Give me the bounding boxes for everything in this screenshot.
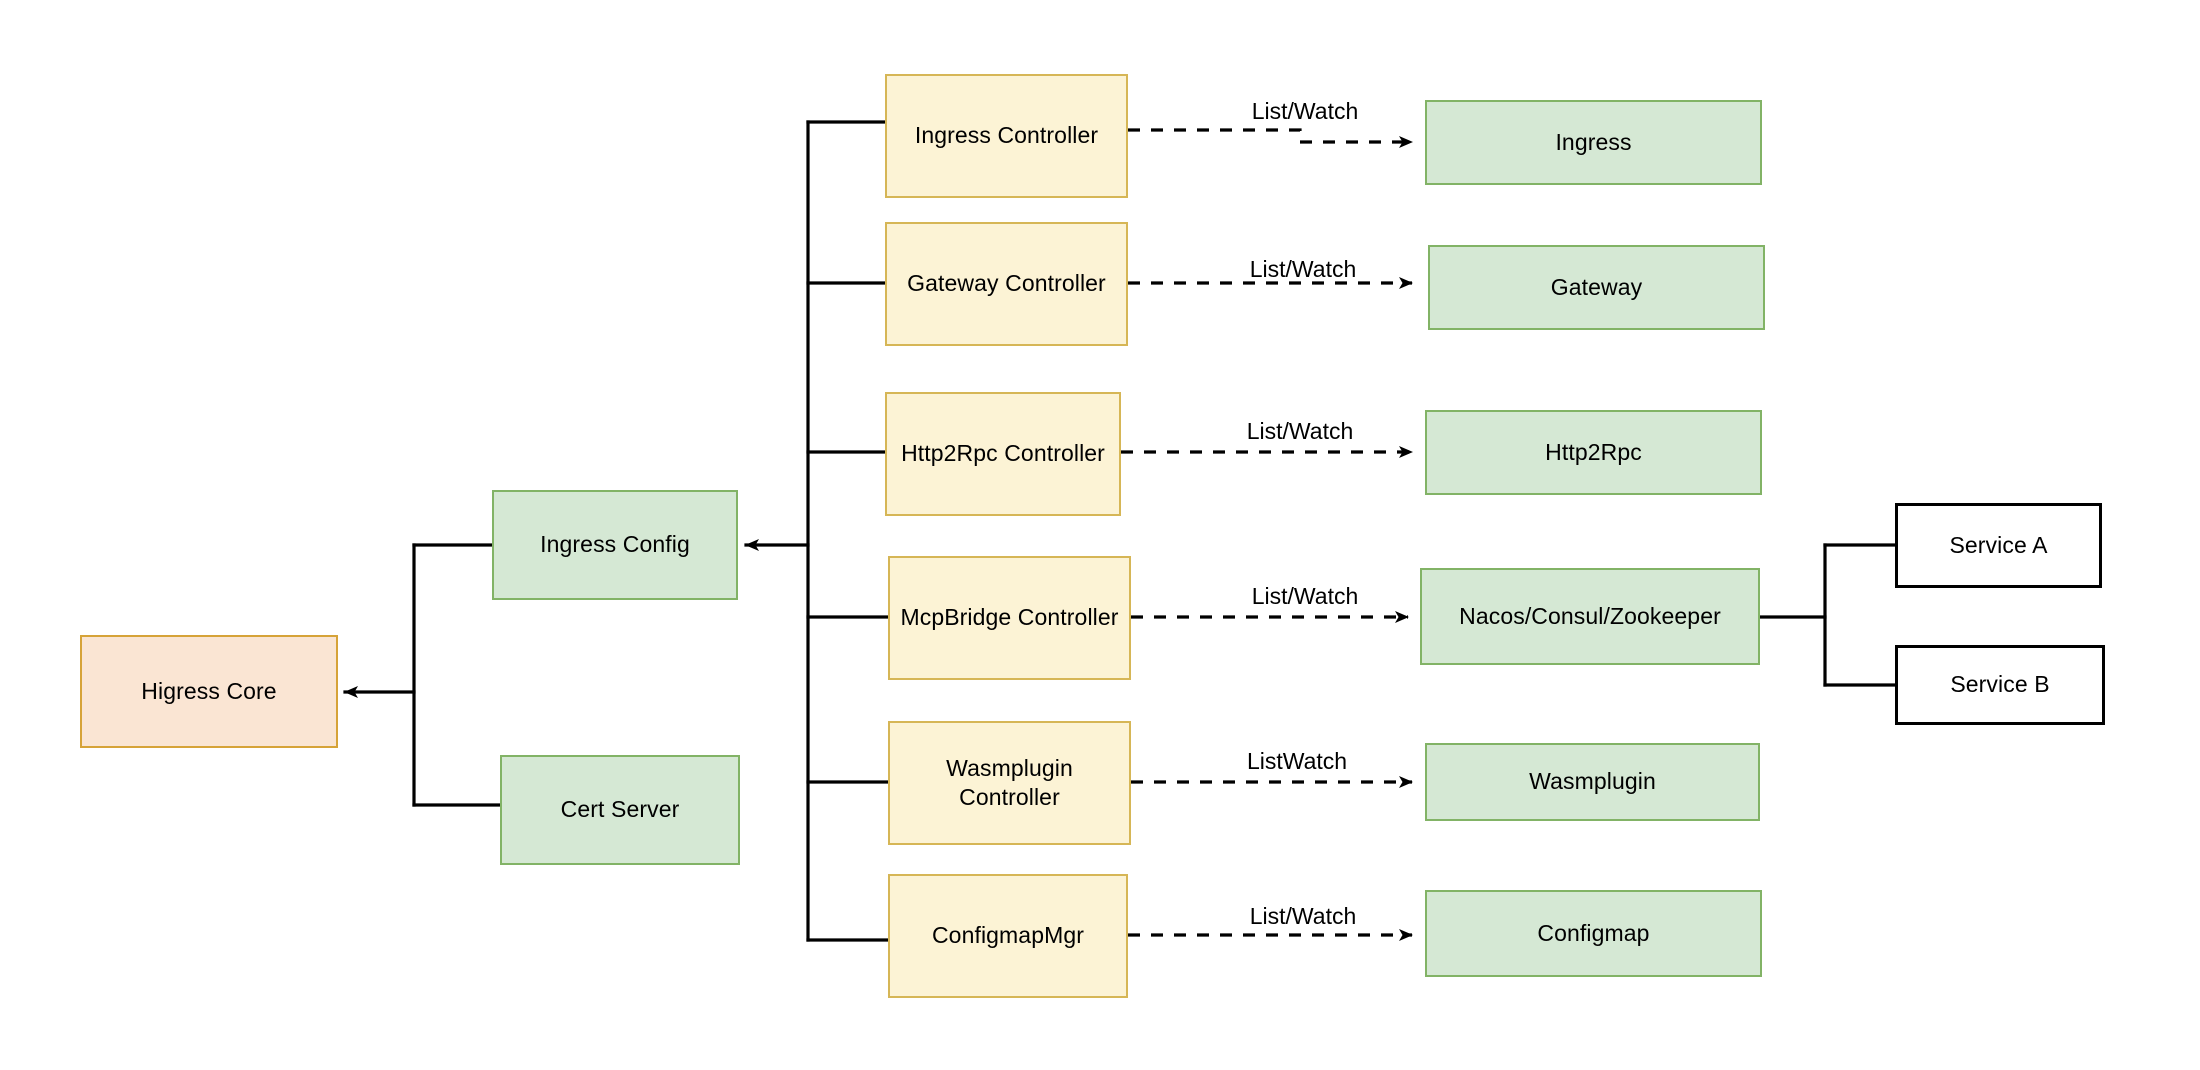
edge-label-text: List/Watch [1249, 903, 1357, 929]
node-ingress-label: Ingress [1555, 128, 1632, 155]
node-configmap[interactable]: Configmap [1425, 890, 1762, 977]
node-ingress[interactable]: Ingress [1425, 100, 1762, 185]
node-service-b[interactable]: Service B [1895, 645, 2105, 725]
node-mcpbridge-controller[interactable]: McpBridge Controller [888, 556, 1131, 680]
edge-label-listwatch-registry: List/Watch [1252, 583, 1359, 610]
node-http2rpc-controller[interactable]: Http2Rpc Controller [885, 392, 1121, 516]
edge-label-text: List/Watch [1251, 98, 1359, 124]
node-gateway-label: Gateway [1550, 273, 1643, 300]
edge-label-text: List/Watch [1251, 583, 1359, 609]
edge-label-listwatch-ingress: List/Watch [1252, 98, 1359, 125]
node-gateway-controller-label: Gateway Controller [907, 270, 1106, 297]
node-higress-core-label: Higress Core [141, 677, 277, 704]
node-service-a-label: Service A [1949, 531, 2048, 558]
node-http2rpc[interactable]: Http2Rpc [1425, 410, 1762, 495]
node-configmapmgr[interactable]: ConfigmapMgr [888, 874, 1128, 998]
node-ingress-config[interactable]: Ingress Config [492, 490, 738, 600]
node-http2rpc-controller-label: Http2Rpc Controller [901, 440, 1105, 467]
node-higress-core[interactable]: Higress Core [80, 635, 338, 748]
node-ingress-config-label: Ingress Config [540, 531, 690, 558]
edge-label-listwatch-wasmplugin: ListWatch [1247, 748, 1347, 775]
node-wasmplugin[interactable]: Wasmplugin [1425, 743, 1760, 821]
node-configmapmgr-label: ConfigmapMgr [931, 922, 1085, 949]
node-service-registry-label: Nacos/Consul/Zookeeper [1459, 602, 1721, 629]
node-wasmplugin-controller-label: Wasmplugin Controller [946, 754, 1073, 810]
node-ingress-controller[interactable]: Ingress Controller [885, 74, 1128, 198]
edge-label-text: List/Watch [1249, 256, 1357, 282]
node-cert-server-label: Cert Server [560, 796, 680, 823]
node-wasmplugin-controller[interactable]: Wasmplugin Controller [888, 721, 1131, 845]
node-http2rpc-label: Http2Rpc [1545, 438, 1642, 465]
edge-label-listwatch-http2rpc: List/Watch [1247, 418, 1354, 445]
edge-label-listwatch-gateway: List/Watch [1250, 256, 1357, 283]
node-service-b-label: Service B [1950, 671, 2050, 698]
node-wasmplugin-label: Wasmplugin [1529, 768, 1656, 795]
edge-listwatch-ingress [1128, 128, 1413, 148]
node-service-a[interactable]: Service A [1895, 503, 2102, 588]
node-service-registry[interactable]: Nacos/Consul/Zookeeper [1420, 568, 1760, 665]
node-cert-server[interactable]: Cert Server [500, 755, 740, 865]
node-gateway[interactable]: Gateway [1428, 245, 1765, 330]
edge-label-text: List/Watch [1246, 418, 1354, 444]
edge-label-text: ListWatch [1246, 748, 1348, 774]
node-mcpbridge-controller-label: McpBridge Controller [900, 604, 1119, 631]
node-ingress-controller-label: Ingress Controller [914, 122, 1099, 149]
node-gateway-controller[interactable]: Gateway Controller [885, 222, 1128, 346]
node-configmap-label: Configmap [1537, 919, 1650, 946]
edge-label-listwatch-configmap: List/Watch [1250, 903, 1357, 930]
